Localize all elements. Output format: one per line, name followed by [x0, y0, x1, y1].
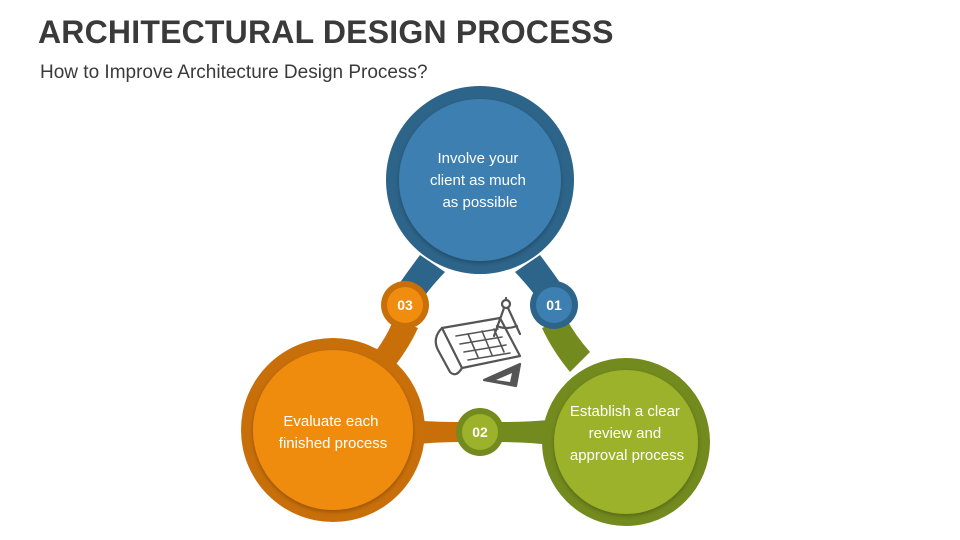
page-title: ARCHITECTURAL DESIGN PROCESS [38, 14, 614, 50]
badge-01: 01 [530, 281, 578, 329]
step-circle-2-fill [554, 370, 698, 514]
badge-03-label: 03 [397, 297, 413, 313]
badge-03: 03 [381, 281, 429, 329]
step-circle-2: Establish a clear review and approval pr… [542, 358, 710, 526]
badge-01-label: 01 [546, 297, 562, 313]
step-circle-3-fill [253, 350, 413, 510]
step-circle-3: Evaluate each finished process [241, 338, 425, 522]
bridge-right-to-02 [500, 420, 550, 445]
badge-02: 02 [456, 408, 504, 456]
step-3-text: Evaluate each finished process [279, 413, 387, 452]
step-2-text: Establish a clear review and approval pr… [570, 403, 684, 464]
step-circle-1-fill [399, 99, 561, 261]
step-circle-1: Involve your client as much as possible [386, 86, 574, 274]
badge-02-label: 02 [472, 424, 488, 440]
blueprint-compass-ruler-icon [434, 296, 522, 388]
step-1-text: Involve your client as much as possible [430, 150, 530, 211]
page-subtitle: How to Improve Architecture Design Proce… [40, 62, 428, 83]
bridge-01-to-right [542, 318, 590, 372]
